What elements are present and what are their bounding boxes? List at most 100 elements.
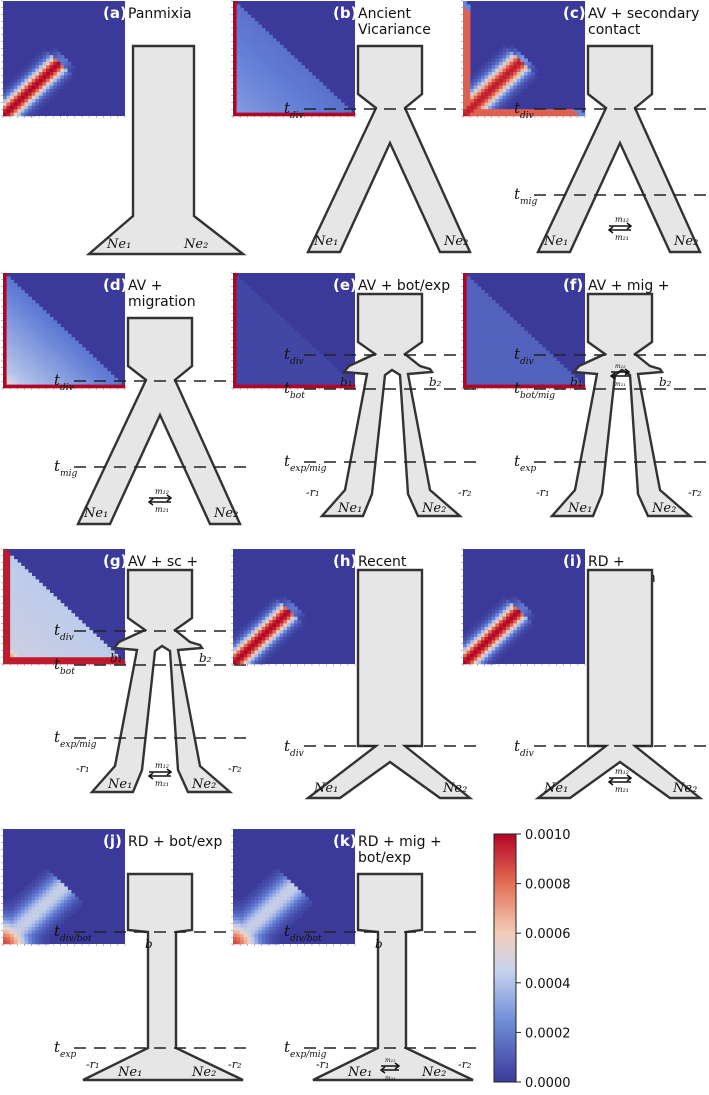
panel-title: AV + bot/exp (358, 278, 450, 294)
b1-label: b₁ (110, 651, 123, 665)
panel-letter: (c) (563, 4, 586, 22)
panel-h: (h)RecentDispersaltdivNe₁Ne₂ (231, 549, 480, 798)
b1-label: b₁ (340, 375, 353, 389)
panel-title: Vicariance (358, 22, 431, 38)
time-label-t-div: tdiv (514, 737, 534, 759)
svg-text:tdiv: tdiv (514, 737, 534, 759)
b-label: b (375, 937, 383, 951)
panel-letter: (g) (103, 552, 127, 570)
panel-title: Recent (358, 554, 407, 570)
migration-m12: m₁₂ (155, 761, 169, 770)
panel-title: RD + bot/exp (128, 834, 222, 850)
migration-m12: m₁₂ (615, 767, 629, 776)
ne2-label: Ne₂ (213, 506, 238, 521)
ne1-label: Ne₁ (117, 1065, 142, 1080)
panel-title: AV + (128, 278, 162, 294)
ne2-label: Ne₂ (443, 234, 468, 249)
time-label-t-mig: tmig (514, 185, 537, 207)
migration-m21: m₂₁ (155, 779, 169, 788)
panel-title: contact (588, 22, 641, 38)
panel-title: AV + secondary (588, 6, 699, 22)
b2-label: b₂ (199, 651, 212, 665)
svg-text:texp/mig: texp/mig (54, 728, 97, 750)
panel-letter: (f) (563, 276, 583, 294)
b2-label: b₂ (659, 375, 672, 389)
time-label-t-mig: tmig (54, 457, 77, 479)
migration-m21: m₂₁ (615, 785, 629, 794)
r2-label: -r₂ (458, 1058, 471, 1071)
panel-title: AV + mig + (588, 278, 669, 294)
ne1-label: Ne₁ (313, 234, 338, 249)
r2-label: -r₂ (228, 1058, 241, 1071)
r2-label: -r₂ (688, 486, 701, 499)
panel-c: (c)AV + secondarycontacttdivtmigm₁₂m₂₁Ne… (461, 1, 709, 252)
panel-title: migration (128, 294, 196, 310)
time-label-sub: exp (520, 464, 536, 474)
time-label-t-div: tdiv (284, 737, 304, 759)
time-label-sub: bot/mig (520, 391, 555, 401)
time-label-sub: div (290, 357, 304, 367)
panel-letter: (e) (333, 276, 357, 294)
panel-letter: (d) (103, 276, 127, 294)
time-label-t-exp-mig: texp/mig (284, 452, 327, 474)
time-label-sub: exp (60, 1050, 76, 1060)
r1-label: -r₁ (316, 1058, 329, 1071)
migration-m12: m₁₂ (615, 363, 626, 370)
colorbar-tick-label: 0.0006 (525, 927, 571, 942)
panel-title: Panmixia (128, 6, 192, 22)
time-label-t-exp-mig: texp/mig (284, 1038, 327, 1060)
time-label-sub: div (520, 749, 534, 759)
time-label-t-exp: texp (514, 452, 536, 474)
ne2-label: Ne₂ (421, 501, 446, 516)
time-label-sub: div (290, 111, 304, 121)
panel-letter: (i) (563, 552, 582, 570)
colorbar-tick-label: 0.0002 (525, 1026, 571, 1041)
panel-title: AV + sc + (128, 554, 198, 570)
panel-i: (i)RD +migrationtdivm₁₂m₂₁Ne₁Ne₂ (461, 549, 709, 798)
b1-label: b₁ (570, 375, 583, 389)
time-label-sub: bot (290, 391, 305, 401)
svg-text:tmig: tmig (54, 457, 77, 479)
panel-g: (g)AV + sc +bot/exptdivtbottexp/migb₁b₂-… (1, 549, 250, 792)
panel-title: Ancient (358, 6, 412, 22)
time-label-sub: div (290, 749, 304, 759)
migration-m21: m₂₁ (155, 505, 169, 514)
panel-title: bot/exp (358, 850, 411, 866)
ne1-label: Ne₁ (347, 1065, 372, 1080)
migration-arrows: m₁₂ m₂₁ (609, 767, 631, 794)
colorbar-gradient (494, 834, 516, 1082)
svg-text:texp: texp (514, 452, 536, 474)
colorbar-tick-label: 0.0000 (525, 1076, 571, 1091)
ne2-label: Ne₂ (673, 234, 698, 249)
time-label-sub: div/bot (290, 934, 322, 944)
colorbar-tick-label: 0.0010 (525, 828, 571, 843)
panel-letter: (k) (333, 832, 357, 850)
panel-letter: (b) (333, 4, 357, 22)
time-label-sub: div (60, 633, 74, 643)
panel-title: RD + mig + (358, 834, 442, 850)
ne1-label: Ne₁ (543, 234, 568, 249)
time-label-sub: div (60, 383, 74, 393)
ne2-label: Ne₂ (421, 1065, 446, 1080)
time-label-sub: div (520, 111, 534, 121)
panel-f: (f)AV + mig +bot/exptdivtbot/migtexpb₁b₂… (461, 273, 709, 516)
time-label-sub: mig (60, 469, 77, 479)
svg-text:tmig: tmig (514, 185, 537, 207)
ne1-label: Ne₁ (543, 781, 568, 796)
svg-text:texp/mig: texp/mig (284, 452, 327, 474)
migration-arrows: m₁₂ m₂₁ (149, 761, 171, 788)
r2-label: -r₂ (228, 762, 241, 775)
time-label-sub: exp/mig (60, 740, 97, 750)
r1-label: -r₁ (86, 1058, 99, 1071)
time-label-t-exp: texp (54, 1038, 76, 1060)
panel-letter: (a) (103, 4, 127, 22)
time-label-sub: exp/mig (290, 464, 327, 474)
